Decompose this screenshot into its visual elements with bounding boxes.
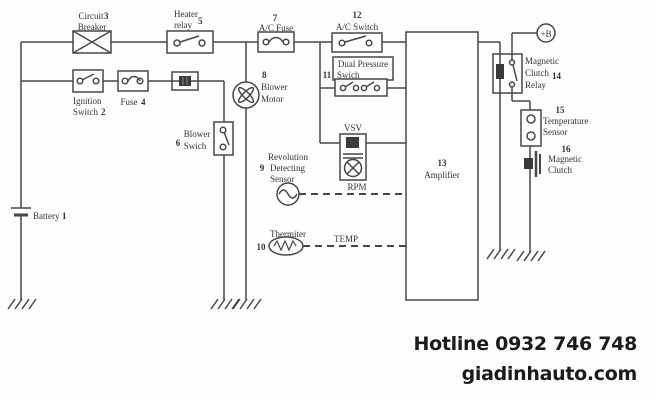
blower-switch — [213, 121, 234, 156]
footer-branding: Hotline 0932 746 748 giadinhauto.com — [413, 329, 637, 389]
rev-sensor-label2: Detecting — [270, 163, 305, 173]
temp-sensor-label: Temperature — [543, 116, 588, 126]
ac-switch-label: A/C Switch — [336, 22, 379, 32]
mag-clutch-label2: Clutch — [548, 165, 572, 175]
heater-relay-num: 5 — [198, 16, 203, 26]
mc-relay-label: Magnetic — [525, 56, 559, 66]
dual-pressure-switch — [332, 56, 394, 97]
blower-motor — [232, 81, 260, 109]
dual-pressure-num: 11 — [323, 70, 332, 80]
ignition-label2: Switch — [73, 107, 99, 117]
vsv-valve — [339, 133, 367, 181]
mag-clutch-label: Magnetic — [548, 154, 582, 164]
heater-relay — [166, 30, 214, 54]
plus-b-terminal — [536, 23, 556, 43]
dual-pressure-label: Dual Pressure — [338, 59, 388, 69]
fuse-label: Fuse — [120, 97, 137, 107]
ignition-switch — [72, 69, 104, 93]
battery-num: 1 — [62, 211, 67, 221]
mc-relay-label2: Clutch — [525, 68, 549, 78]
thermistor — [268, 236, 304, 256]
footer-hotline: Hotline 0932 746 748 — [413, 333, 637, 355]
fuse-num: 4 — [141, 97, 146, 107]
ac-fuse-num: 7 — [273, 13, 278, 23]
ignition-num: 2 — [101, 107, 106, 117]
vsv-label: VSV — [344, 123, 363, 133]
rpm-signal-label: RPM — [347, 182, 366, 192]
blower-motor-label: Blower — [261, 82, 288, 92]
thermistor-num: 10 — [257, 242, 267, 252]
magnetic-clutch-relay — [492, 53, 523, 94]
mag-clutch-num: 16 — [562, 144, 572, 154]
ac-fuse — [257, 31, 295, 53]
blower-motor-label2: Motor — [261, 94, 284, 104]
ground-icon — [516, 250, 546, 262]
rev-sensor-label: Revolution — [268, 152, 308, 162]
circuit-breaker-label2: Breaker — [78, 22, 106, 32]
heater-relay-label: Heater — [174, 9, 198, 19]
inline-fuse — [171, 71, 199, 91]
mc-relay-label3: Relay — [525, 80, 546, 90]
thermistor-label: Thermiter — [270, 229, 306, 239]
blower-motor-num: 8 — [262, 70, 267, 80]
rev-sensor-num: 9 — [260, 163, 265, 173]
wires — [20, 32, 537, 300]
blower-switch-label: Blower — [184, 129, 211, 139]
ac-fuse-label: A/C Fuse — [259, 23, 293, 33]
amplifier-num: 13 — [438, 158, 448, 168]
heater-relay-label2: relay — [174, 20, 192, 30]
battery-label: Battery — [33, 211, 60, 221]
magnetic-clutch — [524, 151, 541, 177]
amplifier-box — [405, 31, 479, 301]
blower-switch-label2: Swich — [184, 141, 207, 151]
battery-symbol — [11, 207, 31, 217]
ac-switch-num: 12 — [353, 10, 363, 20]
circuit-breaker-label: Circuit — [79, 11, 104, 21]
blower-switch-num: 6 — [176, 138, 181, 148]
temp-sensor-label2: Sensor — [543, 127, 568, 137]
circuit-breaker-num: 3 — [104, 11, 109, 21]
ignition-label: Ignition — [73, 96, 102, 106]
ground-icon — [7, 298, 37, 310]
amplifier-label: Amplifier — [424, 170, 460, 180]
mc-relay-num: 14 — [552, 71, 562, 81]
ac-switch — [331, 32, 383, 53]
temperature-sensor — [520, 109, 542, 147]
rev-sensor-label3: Sensor — [270, 174, 295, 184]
circuit-breaker — [72, 30, 112, 54]
temp-signal-label: TEMP — [334, 234, 358, 244]
fuse-4 — [117, 70, 149, 92]
temp-sensor-num: 15 — [556, 105, 566, 115]
footer-website: giadinhauto.com — [461, 363, 638, 385]
dual-pressure-label2: Swich — [337, 70, 360, 80]
revolution-sensor — [276, 182, 300, 206]
plus-b-label: +B — [540, 29, 551, 39]
ground-icon — [486, 248, 516, 260]
